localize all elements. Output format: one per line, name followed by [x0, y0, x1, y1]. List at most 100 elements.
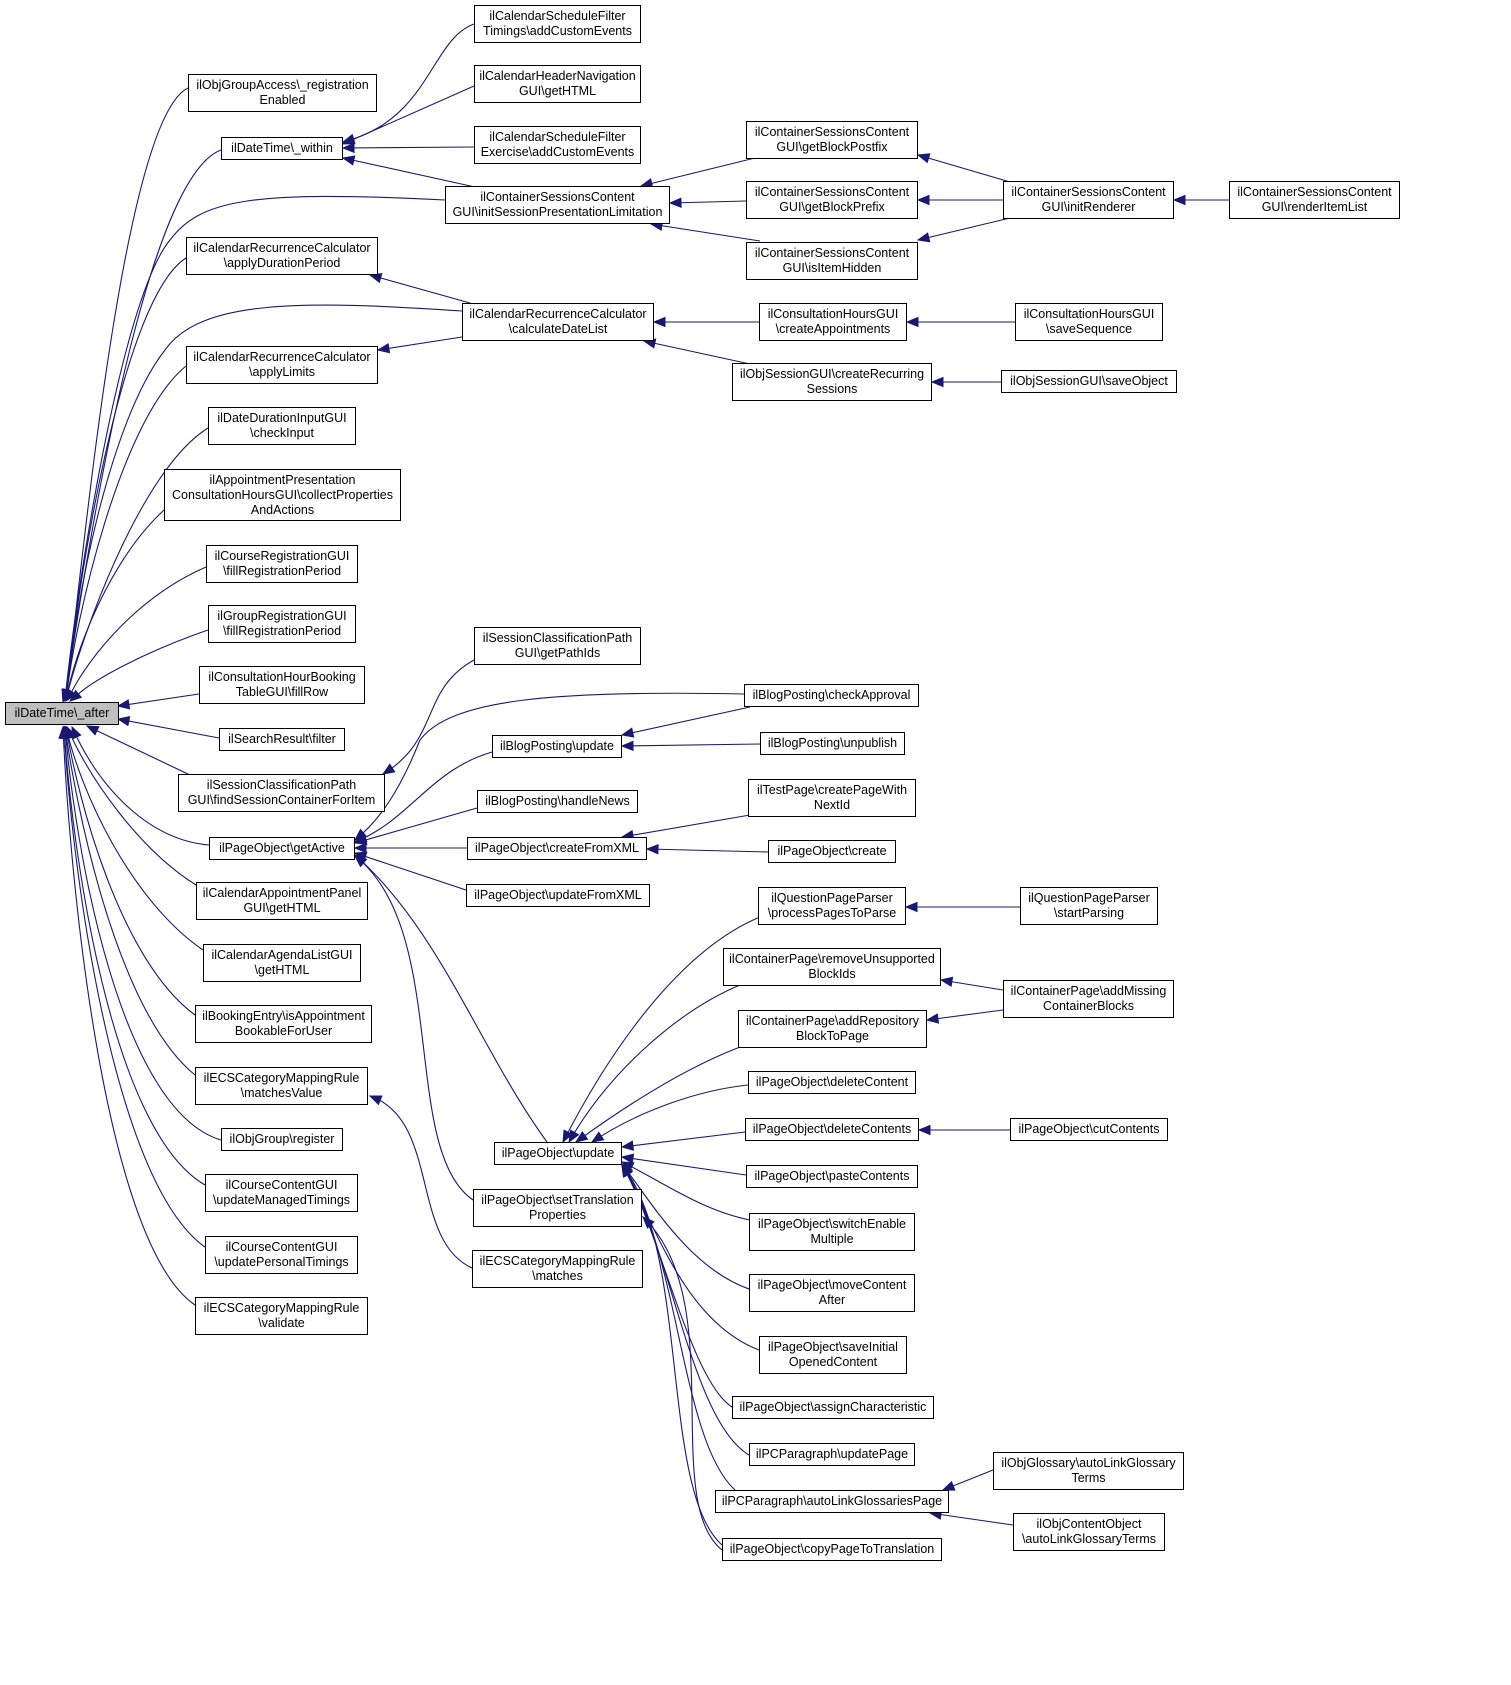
node-n6[interactable]: ilCalendarRecurrenceCalculator \applyLim…: [186, 346, 378, 384]
node-n18[interactable]: ilECSCategoryMappingRule \matchesValue: [195, 1067, 368, 1105]
node-n38[interactable]: ilBlogPosting\unpublish: [760, 732, 905, 755]
node-n17[interactable]: ilBookingEntry\isAppointment BookableFor…: [195, 1005, 372, 1043]
node-n62[interactable]: ilPCParagraph\autoLinkGlossariesPage: [715, 1490, 949, 1513]
edge-n2-root: [64, 149, 222, 701]
edge-n24-n2-arrowhead: [341, 134, 356, 145]
edge-n54-n14: [354, 855, 474, 1201]
node-n57[interactable]: ilPageObject\moveContent After: [749, 1274, 915, 1312]
node-n28[interactable]: ilContainerSessionsContent GUI\isItemHid…: [746, 242, 918, 280]
node-n32[interactable]: ilConsultationHoursGUI \saveSequence: [1015, 303, 1163, 341]
node-n34[interactable]: ilObjSessionGUI\saveObject: [1001, 370, 1177, 393]
node-n10[interactable]: ilGroupRegistrationGUI \fillRegistration…: [208, 605, 356, 643]
node-n5[interactable]: ilCalendarRecurrenceCalculator \calculat…: [462, 303, 654, 341]
edge-n42-n41: [646, 848, 769, 853]
edge-n21-root: [63, 726, 206, 1248]
node-n1[interactable]: ilObjGroupAccess\_registration Enabled: [188, 74, 377, 112]
node-n14[interactable]: ilPageObject\getActive: [209, 837, 355, 860]
node-root[interactable]: ilDateTime\_after: [5, 702, 119, 725]
node-n63[interactable]: ilObjContentObject \autoLinkGlossaryTerm…: [1013, 1513, 1165, 1551]
edge-n20-root: [63, 726, 206, 1186]
node-n39[interactable]: ilBlogPosting\handleNews: [477, 790, 638, 813]
node-n45[interactable]: ilQuestionPageParser \startParsing: [1020, 887, 1158, 925]
edge-n64-n50-arrowhead: [621, 1163, 634, 1178]
node-n64[interactable]: ilPageObject\copyPageToTranslation: [722, 1538, 942, 1561]
edge-n39-n14: [354, 807, 478, 844]
node-n19[interactable]: ilObjGroup\register: [221, 1128, 343, 1151]
edge-n7-root: [65, 427, 209, 701]
node-n4[interactable]: ilCalendarRecurrenceCalculator \applyDur…: [186, 237, 378, 275]
node-n26[interactable]: ilContainerSessionsContent GUI\getBlockP…: [746, 121, 918, 159]
node-n31[interactable]: ilConsultationHoursGUI \createAppointmen…: [759, 303, 907, 341]
edge-n53-n50-arrowhead: [620, 1153, 635, 1164]
node-n27[interactable]: ilContainerSessionsContent GUI\getBlockP…: [746, 181, 918, 219]
edge-n40-n41: [621, 814, 751, 838]
edge-n1-root: [64, 87, 189, 701]
edge-n64-n50: [621, 1164, 723, 1546]
node-n12[interactable]: ilSearchResult\filter: [219, 728, 345, 751]
node-n35[interactable]: ilSessionClassificationPath GUI\getPathI…: [474, 627, 641, 665]
edge-n47-n48-arrowhead: [925, 1013, 940, 1024]
node-n2[interactable]: ilDateTime\_within: [221, 137, 343, 160]
node-n54[interactable]: ilPageObject\setTranslation Properties: [473, 1189, 642, 1227]
edge-n5-n6: [377, 336, 463, 351]
edge-n11-root-arrowhead: [116, 699, 131, 710]
node-n52[interactable]: ilPageObject\cutContents: [1010, 1118, 1168, 1141]
node-n7[interactable]: ilDateDurationInputGUI \checkInput: [208, 407, 356, 445]
node-n53[interactable]: ilPageObject\pasteContents: [746, 1165, 918, 1188]
edge-n30-n29-arrowhead: [1172, 194, 1186, 206]
edge-n46-n50-arrowhead: [568, 1129, 580, 1144]
node-n13[interactable]: ilSessionClassificationPath GUI\findSess…: [178, 774, 385, 812]
node-n51[interactable]: ilPageObject\deleteContents: [745, 1118, 919, 1141]
node-n55[interactable]: ilPageObject\switchEnable Multiple: [749, 1213, 915, 1251]
node-n48[interactable]: ilContainerPage\addRepository BlockToPag…: [738, 1010, 927, 1048]
edge-n9-root: [67, 566, 207, 701]
node-n11[interactable]: ilConsultationHourBooking TableGUI\fillR…: [199, 666, 365, 704]
node-n58[interactable]: ilPageObject\saveInitial OpenedContent: [759, 1336, 907, 1374]
edge-n15-root: [66, 726, 197, 886]
edge-n25-n2: [342, 146, 475, 149]
node-n29[interactable]: ilContainerSessionsContent GUI\initRende…: [1003, 181, 1174, 219]
edge-n42-n41-arrowhead: [645, 844, 659, 855]
edge-n3-n2: [342, 157, 476, 188]
node-n33[interactable]: ilObjSessionGUI\createRecurring Sessions: [732, 363, 932, 401]
edge-n22-root: [62, 726, 196, 1306]
edge-n3-root: [64, 195, 446, 701]
edge-n12-root-arrowhead: [116, 715, 131, 727]
node-n49[interactable]: ilPageObject\deleteContent: [748, 1071, 916, 1094]
node-n40[interactable]: ilTestPage\createPageWith NextId: [748, 779, 916, 817]
edge-n37-n14: [354, 751, 493, 843]
node-n20[interactable]: ilCourseContentGUI \updateManagedTimings: [205, 1174, 358, 1212]
node-n46[interactable]: ilContainerPage\removeUnsupported BlockI…: [723, 948, 941, 986]
node-n50[interactable]: ilPageObject\update: [494, 1142, 622, 1165]
node-n60[interactable]: ilPCParagraph\updatePage: [749, 1443, 915, 1466]
node-n21[interactable]: ilCourseContentGUI \updatePersonalTiming…: [205, 1236, 358, 1274]
node-n30[interactable]: ilContainerSessionsContent GUI\renderIte…: [1229, 181, 1400, 219]
node-n15[interactable]: ilCalendarAppointmentPanel GUI\getHTML: [196, 882, 368, 920]
node-n41[interactable]: ilPageObject\createFromXML: [467, 837, 647, 860]
node-n37[interactable]: ilBlogPosting\update: [492, 735, 622, 758]
node-n44[interactable]: ilQuestionPageParser \processPagesToPars…: [758, 887, 906, 925]
node-n36[interactable]: ilBlogPosting\checkApproval: [744, 684, 919, 707]
edge-n56-n18: [369, 1095, 473, 1269]
node-n16[interactable]: ilCalendarAgendaListGUI \getHTML: [203, 944, 361, 982]
node-n24[interactable]: ilCalendarHeaderNavigation GUI\getHTML: [474, 65, 641, 103]
node-n42[interactable]: ilPageObject\create: [768, 840, 896, 863]
node-n61[interactable]: ilObjGlossary\autoLinkGlossary Terms: [993, 1452, 1184, 1490]
edge-n48-n50-arrowhead: [574, 1131, 589, 1143]
node-n8[interactable]: ilAppointmentPresentation ConsultationHo…: [164, 469, 401, 521]
node-n47[interactable]: ilContainerPage\addMissing ContainerBloc…: [1003, 980, 1174, 1018]
node-n56[interactable]: ilECSCategoryMappingRule \matches: [472, 1250, 643, 1288]
node-n22[interactable]: ilECSCategoryMappingRule \validate: [195, 1297, 368, 1335]
edge-n32-n31-arrowhead: [905, 316, 919, 328]
edge-n41-n14-arrowhead: [353, 842, 367, 854]
edge-n34-n33-arrowhead: [930, 376, 944, 388]
node-n43[interactable]: ilPageObject\updateFromXML: [466, 884, 650, 907]
edge-n49-n50: [591, 1084, 749, 1143]
node-n59[interactable]: ilPageObject\assignCharacteristic: [732, 1396, 934, 1419]
node-n3[interactable]: ilContainerSessionsContent GUI\initSessi…: [445, 186, 670, 224]
node-n25[interactable]: ilCalendarScheduleFilter Exercise\addCus…: [474, 126, 641, 164]
node-n9[interactable]: ilCourseRegistrationGUI \fillRegistratio…: [206, 545, 358, 583]
edge-n3-n2-arrowhead: [341, 155, 356, 166]
node-n23[interactable]: ilCalendarScheduleFilter Timings\addCust…: [474, 5, 641, 43]
edge-n14-root: [71, 726, 210, 846]
